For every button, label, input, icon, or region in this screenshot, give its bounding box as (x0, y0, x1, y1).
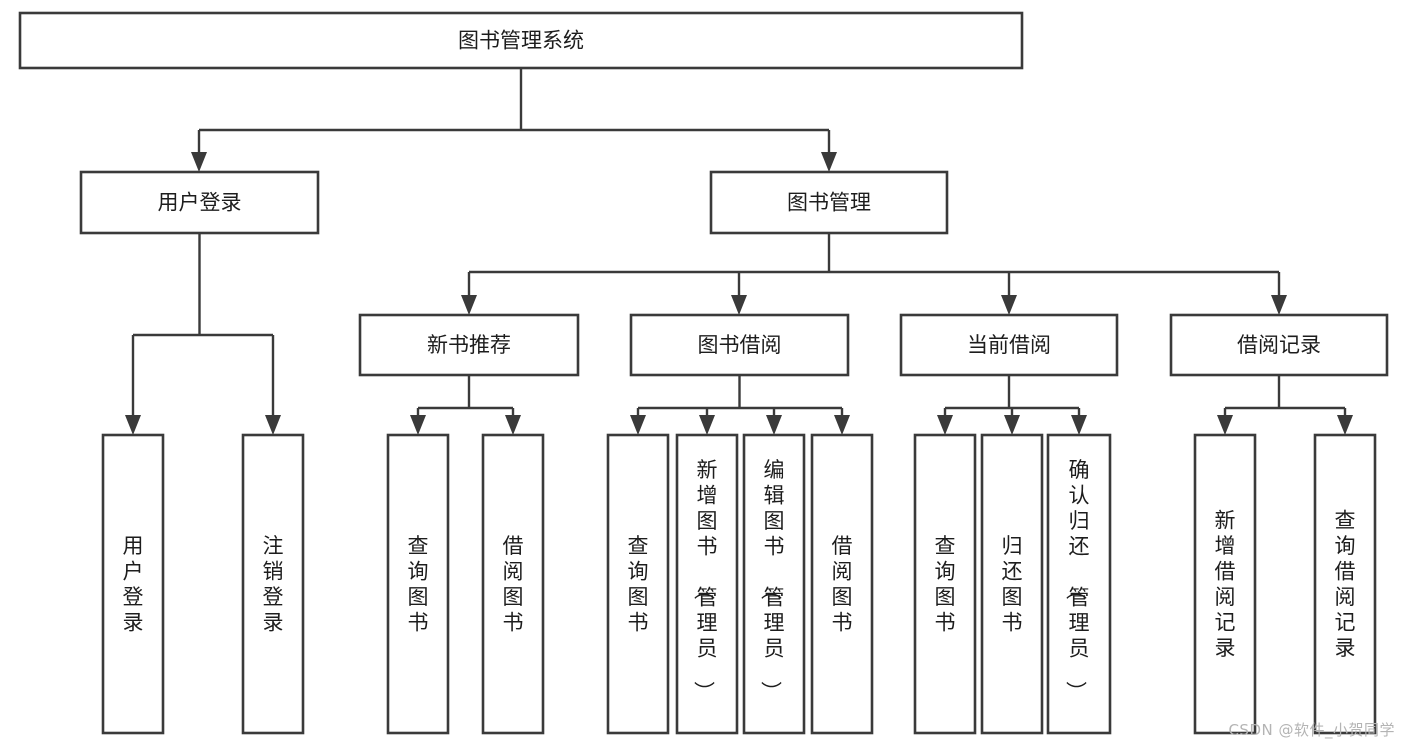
node-leaf-user-logout[interactable]: 注销登录 (241, 433, 305, 735)
node-label-leaf-user-login: 用户登录 (123, 534, 144, 635)
node-label-leaf-rec-add-record: 新增借阅记录 (1215, 508, 1236, 660)
node-label-leaf-rec-query-record: 查询借阅记录 (1335, 508, 1356, 660)
node-label-borrow-record: 借阅记录 (1237, 333, 1321, 357)
node-box-new-book-rec (358, 313, 580, 377)
node-box-leaf-borrow-edit-book (742, 433, 806, 735)
node-label-leaf-user-logout: 注销登录 (263, 534, 284, 635)
node-leaf-cur-confirm-return[interactable]: 确认归还（管理员） (1046, 433, 1112, 735)
node-box-leaf-rec-query-book (386, 433, 450, 735)
node-label-leaf-cur-return-book: 归还图书 (1002, 534, 1023, 635)
connector-book-borrow-split (630, 375, 850, 435)
node-book-manage[interactable]: 图书管理 (709, 170, 949, 235)
node-label-leaf-borrow-borrow-book: 借阅图书 (832, 534, 853, 635)
connector-root-split (191, 68, 837, 172)
node-leaf-borrow-borrow-book[interactable]: 借阅图书 (810, 433, 874, 735)
connectors-layer (125, 68, 1353, 435)
node-box-root (18, 11, 1024, 70)
node-box-leaf-borrow-borrow-book (810, 433, 874, 735)
node-user-login[interactable]: 用户登录 (79, 170, 320, 235)
node-label-leaf-borrow-query-book: 查询图书 (628, 534, 649, 635)
node-box-leaf-rec-add-record (1193, 433, 1257, 735)
node-box-current-borrow (899, 313, 1119, 377)
node-box-leaf-borrow-query-book (606, 433, 670, 735)
node-label-book-borrow: 图书借阅 (698, 333, 782, 357)
node-label-current-borrow: 当前借阅 (967, 333, 1051, 357)
node-box-book-borrow (629, 313, 850, 377)
node-box-leaf-cur-confirm-return (1046, 433, 1112, 735)
node-leaf-borrow-query-book[interactable]: 查询图书 (606, 433, 670, 735)
node-leaf-borrow-add-book[interactable]: 新增图书（管理员） (675, 433, 739, 735)
connector-current-borrow-split (937, 375, 1087, 435)
node-label-leaf-cur-query-book: 查询图书 (935, 534, 956, 635)
node-leaf-rec-borrow-book[interactable]: 借阅图书 (481, 433, 545, 735)
node-label-leaf-borrow-edit-book: 编辑图书（管理员） (759, 458, 785, 702)
node-box-leaf-user-login (101, 433, 165, 735)
node-label-book-manage: 图书管理 (787, 191, 871, 215)
node-leaf-cur-return-book[interactable]: 归还图书 (980, 433, 1044, 735)
node-box-leaf-borrow-add-book (675, 433, 739, 735)
node-box-leaf-rec-query-record (1313, 433, 1377, 735)
node-label-root: 图书管理系统 (458, 29, 584, 53)
connector-borrow-record-split (1217, 375, 1353, 435)
node-borrow-record[interactable]: 借阅记录 (1169, 313, 1389, 377)
watermark-label: CSDN @软件_小贺同学 (1228, 721, 1395, 739)
nodes-layer: 图书管理系统用户登录图书管理新书推荐图书借阅当前借阅借阅记录用户登录注销登录查询… (18, 11, 1389, 735)
node-leaf-rec-query-record[interactable]: 查询借阅记录 (1313, 433, 1377, 735)
node-label-leaf-rec-borrow-book: 借阅图书 (503, 534, 524, 635)
node-new-book-rec[interactable]: 新书推荐 (358, 313, 580, 377)
node-box-leaf-cur-return-book (980, 433, 1044, 735)
node-leaf-cur-query-book[interactable]: 查询图书 (913, 433, 977, 735)
connector-new-book-rec-split (410, 375, 521, 435)
node-leaf-user-login[interactable]: 用户登录 (101, 433, 165, 735)
connector-user-login-split (125, 233, 281, 435)
node-label-new-book-rec: 新书推荐 (427, 333, 511, 357)
node-leaf-borrow-edit-book[interactable]: 编辑图书（管理员） (742, 433, 806, 735)
node-current-borrow[interactable]: 当前借阅 (899, 313, 1119, 377)
node-label-leaf-rec-query-book: 查询图书 (408, 534, 429, 635)
node-label-user-login: 用户登录 (158, 191, 242, 215)
node-root[interactable]: 图书管理系统 (18, 11, 1024, 70)
node-label-leaf-cur-confirm-return: 确认归还（管理员） (1064, 458, 1090, 702)
node-book-borrow[interactable]: 图书借阅 (629, 313, 850, 377)
node-label-leaf-borrow-add-book: 新增图书（管理员） (692, 458, 718, 702)
node-box-leaf-rec-borrow-book (481, 433, 545, 735)
connector-book-manage-split (461, 233, 1287, 315)
node-leaf-rec-query-book[interactable]: 查询图书 (386, 433, 450, 735)
node-box-leaf-cur-query-book (913, 433, 977, 735)
node-box-book-manage (709, 170, 949, 235)
node-box-borrow-record (1169, 313, 1389, 377)
node-leaf-rec-add-record[interactable]: 新增借阅记录 (1193, 433, 1257, 735)
node-box-user-login (79, 170, 320, 235)
node-box-leaf-user-logout (241, 433, 305, 735)
